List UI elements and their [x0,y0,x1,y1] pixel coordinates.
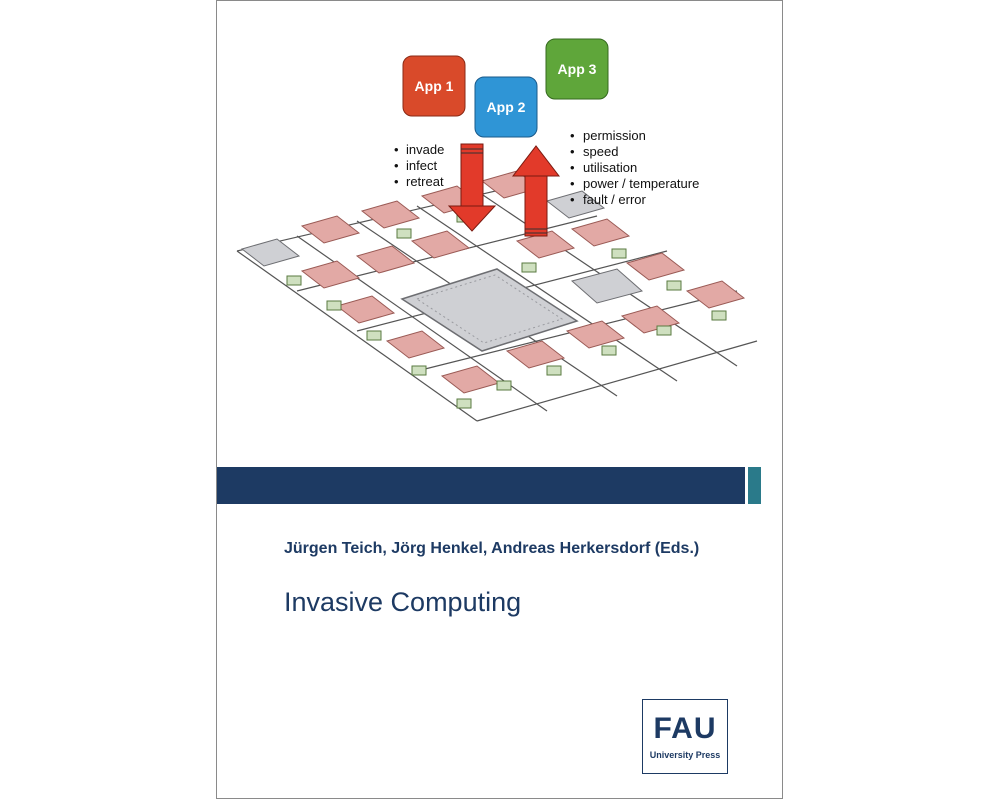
invade-down-arrow [447,143,497,232]
network-adapter [366,330,382,341]
feedback-properties-list: • permission • speed • utilisation • pow… [570,128,699,207]
network-adapter [456,398,472,409]
bullet-item: fault / error [583,192,647,207]
bullet-item: permission [583,128,646,143]
book-title: Invasive Computing [284,587,522,617]
network-adapter [396,228,412,239]
svg-text:•: • [394,174,399,189]
compute-tile [300,260,361,289]
bullet-item: power / temperature [583,176,699,191]
app-1-label: App 1 [415,78,454,94]
book-cover: App 1 App 2 App 3 • invade • infect • re… [216,0,783,799]
compute-tile [685,280,746,309]
app-3-box: App 3 [545,38,609,100]
tile-array [240,170,746,409]
tcpa-tile [545,190,606,219]
compute-tile [335,295,396,324]
publisher-logo: FAU University Press [642,699,728,774]
book-authors: Jürgen Teich, Jörg Henkel, Andreas Herke… [284,540,700,557]
tcpa-tile [570,268,644,304]
feedback-up-arrow [511,145,561,237]
bullet-item: retreat [406,174,444,189]
compute-tile [440,365,501,394]
cover-band-accent [748,467,761,504]
network-adapter [666,280,682,291]
network-adapter [326,300,342,311]
bullet-item: invade [406,142,444,157]
bullet-item: infect [406,158,437,173]
invasive-architecture-figure: App 1 App 2 App 3 • invade • infect • re… [236,38,758,422]
invasion-operations-list: • invade • infect • retreat [394,142,444,189]
tcpa-tile [240,238,301,267]
network-adapter [601,345,617,356]
bullet-item: utilisation [583,160,637,175]
app-2-label: App 2 [487,99,526,115]
publisher-name: University Press [649,750,721,760]
network-adapter [411,365,427,376]
svg-text:•: • [570,160,575,175]
network-adapter [496,380,512,391]
network-adapter [546,365,562,376]
cover-band [217,467,745,504]
fau-logo-mark: FAU [653,712,717,745]
app-2-box: App 2 [474,76,538,138]
svg-text:•: • [570,192,575,207]
compute-tile [625,252,686,281]
app-1-box: App 1 [402,55,466,117]
compute-tile [355,245,416,274]
compute-tile [360,200,421,229]
network-adapter [711,310,727,321]
svg-text:•: • [570,176,575,191]
compute-tile [505,340,566,369]
svg-text:•: • [394,142,399,157]
svg-text:•: • [394,158,399,173]
app-3-label: App 3 [558,61,597,77]
bullet-item: speed [583,144,618,159]
compute-tile [385,330,446,359]
svg-text:•: • [570,128,575,143]
network-adapter [521,262,537,273]
compute-tile [300,215,361,244]
compute-tile [565,320,626,349]
network-adapter [286,275,302,286]
central-tcpa-tile [400,268,579,352]
compute-tile [570,218,631,247]
svg-text:•: • [570,144,575,159]
network-adapter [656,325,672,336]
compute-tile [410,230,471,259]
network-adapter [611,248,627,259]
